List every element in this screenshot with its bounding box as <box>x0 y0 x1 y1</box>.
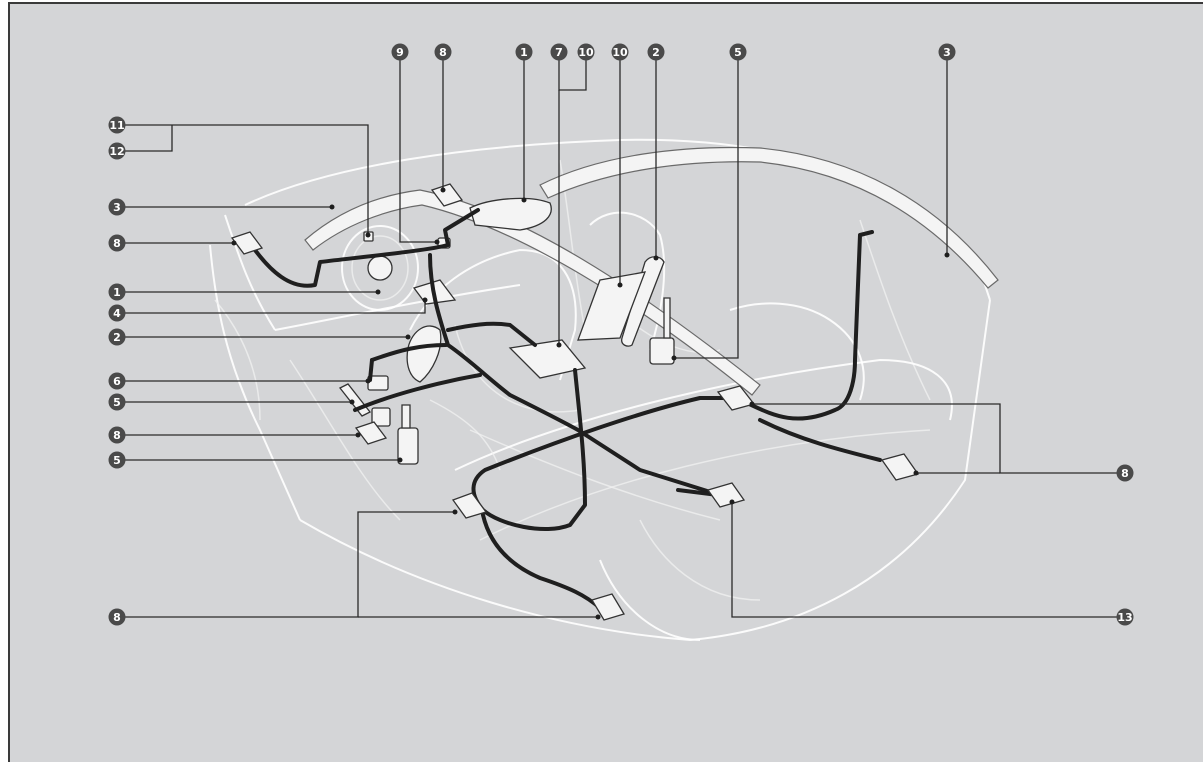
callout-label: 5 <box>113 396 121 409</box>
callout-circle <box>108 283 126 301</box>
car-body-outline <box>209 138 991 641</box>
wiring-harness <box>253 208 882 610</box>
callout-circle <box>729 43 747 61</box>
callout-circle <box>108 608 126 626</box>
leader-dots <box>231 187 950 620</box>
driver-front-airbag <box>367 255 393 281</box>
callout-c7-top: 7 <box>550 43 568 61</box>
callout-circle <box>108 451 126 469</box>
callout-c3-left: 3 <box>108 198 126 216</box>
callout-c10-top-a: 10 <box>577 43 595 61</box>
callout-label: 8 <box>113 237 121 250</box>
callout-c9-top: 9 <box>391 43 409 61</box>
callout-circle <box>577 43 595 61</box>
callout-label: 1 <box>113 286 121 299</box>
callout-c6-left: 6 <box>108 372 126 390</box>
callout-c12-left: 12 <box>108 142 126 160</box>
callout-c5-top: 5 <box>729 43 747 61</box>
callout-c5-left-a: 5 <box>108 393 126 411</box>
callout-label: 3 <box>113 201 121 214</box>
callout-label: 5 <box>113 454 121 467</box>
callout-label: 9 <box>396 46 404 59</box>
callout-label: 8 <box>439 46 447 59</box>
callout-c2-top: 2 <box>647 43 665 61</box>
callout-label: 2 <box>652 46 660 59</box>
callout-label: 8 <box>113 611 121 624</box>
seatbelt-tensioner-left <box>338 383 419 465</box>
callout-c13-right: 13 <box>1116 608 1134 626</box>
callout-c1-left: 1 <box>108 283 126 301</box>
callout-circle <box>108 304 126 322</box>
connector-13 <box>706 482 746 508</box>
callout-circle <box>108 328 126 346</box>
knee-airbag-panel <box>577 271 647 341</box>
passenger-front-airbag <box>469 197 552 231</box>
callout-label: 10 <box>578 46 594 59</box>
callout-c8-left-c: 8 <box>108 608 126 626</box>
callout-c2-left: 2 <box>108 328 126 346</box>
callout-circle <box>611 43 629 61</box>
callout-label: 12 <box>109 145 124 158</box>
callout-circle <box>108 393 126 411</box>
callout-circle <box>108 198 126 216</box>
callout-label: 6 <box>113 375 121 388</box>
callout-circle <box>938 43 956 61</box>
callout-label: 5 <box>734 46 742 59</box>
callout-c8-left-b: 8 <box>108 426 126 444</box>
callout-badges: 9 8 1 7 10 10 2 5 3 11 12 3 8 1 4 2 6 5 8 5 8 8 13 <box>108 43 1134 626</box>
callout-label: 1 <box>520 46 528 59</box>
connector-right-lower <box>880 453 920 481</box>
callout-circle <box>1116 608 1134 626</box>
callout-circle <box>647 43 665 61</box>
callout-label: 3 <box>943 46 951 59</box>
callout-circle <box>108 142 126 160</box>
connector-center-front <box>451 492 488 519</box>
srs-control-unit <box>508 339 587 379</box>
seatbelt-tensioner-right <box>649 297 675 365</box>
callout-c4-left: 4 <box>108 304 126 322</box>
callout-label: 8 <box>1121 467 1129 480</box>
callout-circle <box>391 43 409 61</box>
callout-circle <box>550 43 568 61</box>
callout-c11-left: 11 <box>108 116 126 134</box>
callout-label: 13 <box>1117 611 1132 624</box>
callout-label: 10 <box>612 46 628 59</box>
side-airbag-passenger <box>621 256 665 347</box>
callout-circle <box>108 234 126 252</box>
callout-label: 7 <box>555 46 563 59</box>
callout-c1-top: 1 <box>515 43 533 61</box>
connector-left-lower <box>354 421 388 445</box>
callout-circle <box>1116 464 1134 482</box>
callout-c8-top: 8 <box>434 43 452 61</box>
callout-label: 11 <box>109 119 124 132</box>
leader-lines <box>125 60 1117 618</box>
callout-circle <box>515 43 533 61</box>
callout-circle <box>108 426 126 444</box>
diagram-frame <box>8 2 1203 762</box>
callout-c8-left-a: 8 <box>108 234 126 252</box>
callout-label: 2 <box>113 331 121 344</box>
curtain-airbag-rear <box>539 146 999 289</box>
callout-label: 8 <box>113 429 121 442</box>
callout-c10-top-b: 10 <box>611 43 629 61</box>
connector-front-left <box>230 231 264 255</box>
curtain-airbag-front <box>304 189 761 396</box>
callout-c3-top: 3 <box>938 43 956 61</box>
callout-circle <box>108 372 126 390</box>
side-airbag-driver <box>406 325 442 383</box>
callout-c5-left-b: 5 <box>108 451 126 469</box>
callout-circle <box>434 43 452 61</box>
callout-circle <box>108 116 126 134</box>
connector-top <box>430 183 464 207</box>
connector-center-rear <box>591 593 625 621</box>
callout-label: 4 <box>113 307 121 320</box>
callout-c8-right: 8 <box>1116 464 1134 482</box>
